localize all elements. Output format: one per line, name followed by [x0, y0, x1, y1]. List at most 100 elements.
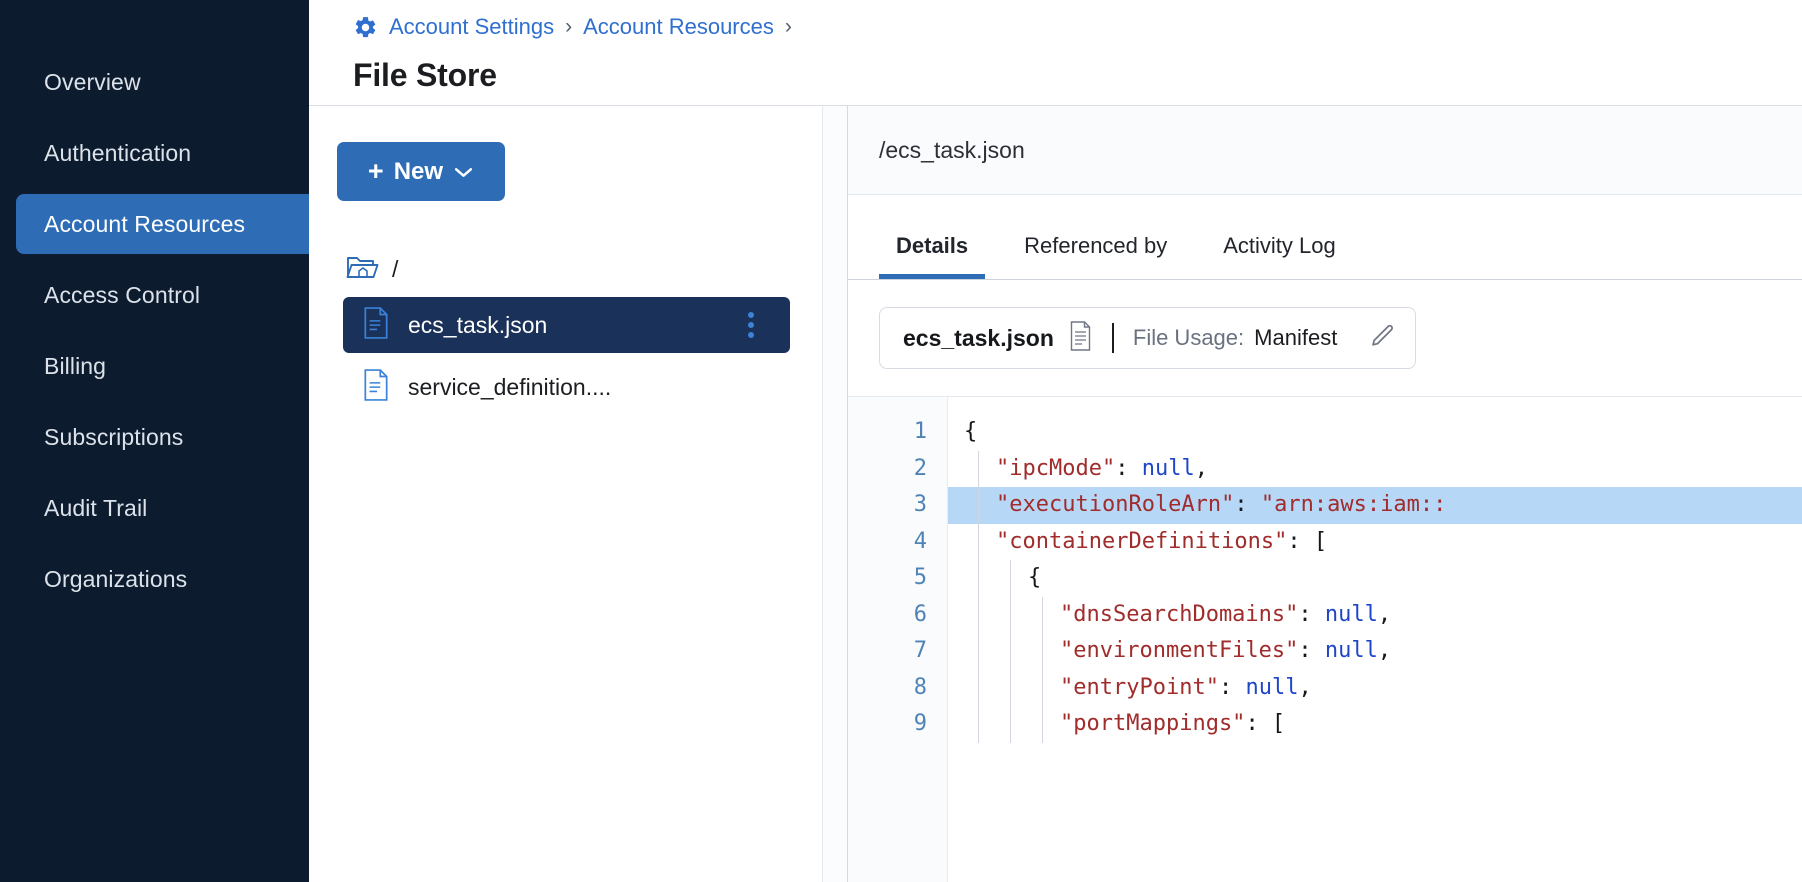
file-tree-panel: + New: [309, 106, 823, 882]
sidebar-item-label: Subscriptions: [44, 423, 184, 450]
code-token: null: [1245, 674, 1299, 700]
line-number: 9: [913, 711, 927, 736]
code-line: "portMappings": [: [948, 706, 1802, 743]
file-usage-box: ecs_task.json File Usage: Manifest: [879, 307, 1417, 369]
sidebar-item-billing[interactable]: Billing: [0, 336, 309, 396]
sidebar-item-authentication[interactable]: Authentication: [0, 123, 309, 183]
file-list: ecs_task.json service_definition....: [309, 297, 822, 415]
code-token: :: [1234, 492, 1261, 517]
indent-guide: [978, 669, 979, 706]
gear-icon: [353, 15, 378, 40]
new-button-label: New: [393, 157, 444, 185]
code-token: :: [1218, 674, 1246, 700]
sidebar-item-subscriptions[interactable]: Subscriptions: [0, 407, 309, 467]
pencil-icon[interactable]: [1369, 322, 1397, 355]
document-icon: [1068, 320, 1093, 356]
code-token: ,: [1377, 638, 1392, 663]
code-token: "arn:aws:iam::: [1260, 492, 1447, 517]
indent-guide: [1010, 633, 1011, 670]
sidebar-item-overview[interactable]: Overview: [0, 52, 309, 112]
breadcrumb-separator: ›: [565, 15, 573, 38]
kebab-menu-icon[interactable]: [748, 312, 754, 338]
sidebar-item-access-control[interactable]: Access Control: [0, 265, 309, 325]
breadcrumb-item-account-resources[interactable]: Account Resources: [583, 14, 774, 39]
sidebar-item-label: Billing: [44, 352, 107, 379]
indent-guide: [978, 706, 979, 743]
code-token: {: [1028, 565, 1042, 590]
file-name-label: service_definition....: [408, 373, 612, 400]
line-number: 7: [913, 638, 927, 663]
sidebar-item-organizations[interactable]: Organizations: [0, 549, 309, 609]
content-row: + New: [309, 106, 1802, 882]
indent-guide: [1042, 706, 1043, 743]
usage-value: Manifest: [1254, 325, 1338, 350]
sidebar-item-account-resources[interactable]: Account Resources: [16, 194, 309, 254]
code-token: :: [1298, 601, 1325, 627]
code-indent: [964, 565, 1028, 590]
code-token: ,: [1298, 674, 1312, 700]
tree-file-item[interactable]: service_definition....: [343, 359, 790, 415]
sidebar-item-audit-trail[interactable]: Audit Trail: [0, 478, 309, 538]
code-line: "executionRoleArn": "arn:aws:iam::: [948, 487, 1802, 524]
breadcrumb: Account Settings › Account Resources ›: [353, 6, 1802, 48]
line-number: 2: [913, 455, 927, 481]
code-line: {: [948, 414, 1802, 451]
indent-guide: [978, 450, 979, 487]
tab-details[interactable]: Details: [879, 233, 986, 279]
sidebar-item-label: Overview: [44, 68, 141, 95]
file-json-icon: [363, 306, 389, 344]
line-number: 3: [913, 492, 927, 517]
code-token: null: [1141, 455, 1195, 481]
indent-guide: [978, 487, 979, 524]
code-indent: [964, 456, 996, 481]
code-content[interactable]: {"ipcMode": null,"executionRoleArn": "ar…: [948, 397, 1802, 882]
code-token: "containerDefinitions": [996, 528, 1288, 554]
code-line: "entryPoint": null,: [948, 669, 1802, 706]
indent-guide: [1010, 560, 1011, 597]
tab-referenced-by[interactable]: Referenced by: [1024, 233, 1168, 258]
code-line: "containerDefinitions": [: [948, 523, 1802, 560]
indent-guide: [978, 560, 979, 597]
sidebar-item-label: Audit Trail: [44, 494, 148, 521]
breadcrumb-item-account-settings[interactable]: Account Settings: [389, 14, 555, 39]
code-token: null: [1324, 601, 1378, 627]
code-line: "ipcMode": null,: [948, 450, 1802, 487]
code-line: "dnsSearchDomains": null,: [948, 596, 1802, 633]
code-token: :: [1298, 638, 1325, 663]
tab-activity-log[interactable]: Activity Log: [1223, 233, 1336, 258]
line-number: 4: [913, 528, 927, 554]
sidebar-item-label: Access Control: [44, 281, 201, 308]
sidebar-item-label: Organizations: [44, 565, 188, 592]
indent-guide: [1010, 596, 1011, 633]
code-indent: [964, 492, 996, 517]
usage-label: File Usage:: [1132, 325, 1245, 350]
indent-guide: [978, 523, 979, 560]
indent-guide: [1010, 706, 1011, 743]
code-token: "dnsSearchDomains": [1060, 601, 1299, 627]
code-token: "entryPoint": [1060, 674, 1219, 700]
file-json-icon: [363, 368, 389, 406]
code-token: :: [1115, 455, 1142, 481]
tree-root-folder[interactable]: /: [309, 247, 822, 291]
usage-file-name: ecs_task.json: [903, 324, 1054, 351]
folder-home-icon: [345, 252, 379, 287]
code-token: "ipcMode": [996, 455, 1116, 481]
new-button[interactable]: + New: [337, 142, 505, 201]
sidebar-item-label: Authentication: [44, 139, 192, 166]
page-header: Account Settings › Account Resources › F…: [309, 0, 1802, 106]
indent-guide: [1010, 669, 1011, 706]
code-token: "executionRoleArn": [996, 492, 1235, 517]
line-number: 5: [913, 565, 927, 590]
file-usage-row: ecs_task.json File Usage: Manifest: [848, 280, 1802, 369]
line-number: 6: [913, 601, 927, 627]
tree-file-item[interactable]: ecs_task.json: [343, 297, 790, 353]
indent-guide: [1042, 633, 1043, 670]
panel-splitter[interactable]: [823, 106, 848, 882]
file-tree: / ecs_task.json service_definition....: [309, 247, 822, 415]
code-token: : [: [1287, 528, 1328, 554]
line-number: 1: [913, 419, 927, 444]
